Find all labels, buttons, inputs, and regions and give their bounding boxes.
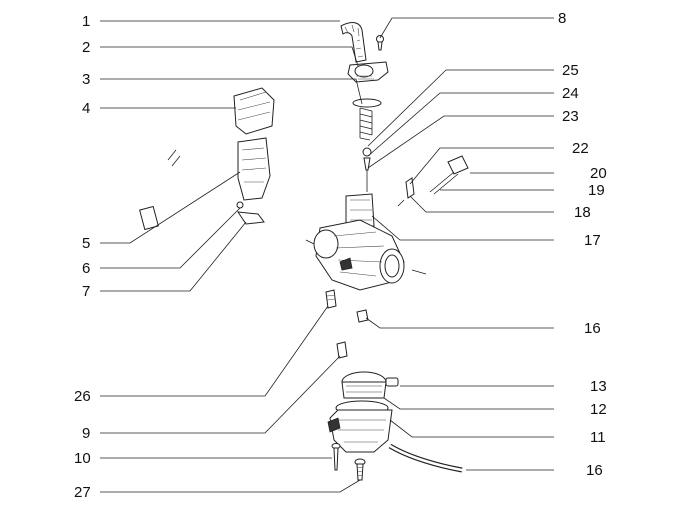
- leader-lines: [100, 17, 554, 493]
- part-11-13-float-bowl: [327, 371, 399, 453]
- callout-4: 4: [82, 100, 90, 117]
- callout-23: 23: [562, 108, 579, 125]
- callout-15: 16: [584, 320, 601, 337]
- part-5-choke-cable: [139, 137, 271, 231]
- callout-24: 24: [562, 85, 579, 102]
- part-10-screw: [331, 443, 341, 471]
- part-3-spring: [352, 98, 382, 141]
- callout-7: 7: [82, 283, 90, 300]
- part-26-jet: [325, 289, 337, 309]
- part-1-hose: [340, 22, 367, 63]
- part-15-nut: [356, 309, 369, 323]
- part-24-25-needle: [362, 147, 372, 192]
- part-18-22-idle-screw: [397, 155, 469, 207]
- callout-2: 2: [82, 39, 90, 56]
- part-16-tube: [388, 443, 463, 473]
- part-8-screw: [376, 35, 384, 51]
- callout-5: 5: [82, 235, 90, 252]
- callout-3: 3: [82, 71, 90, 88]
- callout-16: 16: [586, 462, 603, 479]
- callout-12: 12: [590, 401, 607, 418]
- callout-13: 13: [590, 378, 607, 395]
- part-9-jet: [336, 341, 348, 359]
- callout-17: 17: [584, 232, 601, 249]
- part-2-cover: [347, 61, 389, 83]
- callout-9: 9: [82, 425, 90, 442]
- callout-numbers: 1 2 3 4 5 6 7 26 9 10 27 8 25 24 23 22 2…: [74, 10, 607, 501]
- part-6-7-clips: [236, 201, 265, 225]
- callout-1: 1: [82, 13, 90, 30]
- callout-11: 11: [590, 429, 606, 446]
- callout-10: 10: [74, 450, 91, 467]
- callout-20: 20: [590, 165, 607, 182]
- callout-22: 22: [572, 140, 589, 157]
- callout-19: 19: [588, 182, 605, 199]
- callout-8: 8: [558, 10, 566, 27]
- callout-27: 27: [74, 484, 91, 501]
- callout-26: 26: [74, 388, 91, 405]
- part-17-carburetor-body: [305, 193, 427, 291]
- part-27-screw: [354, 458, 366, 481]
- callout-6: 6: [82, 260, 90, 277]
- callout-25: 25: [562, 62, 579, 79]
- callout-18: 18: [574, 204, 591, 221]
- part-4-cap: [233, 87, 275, 135]
